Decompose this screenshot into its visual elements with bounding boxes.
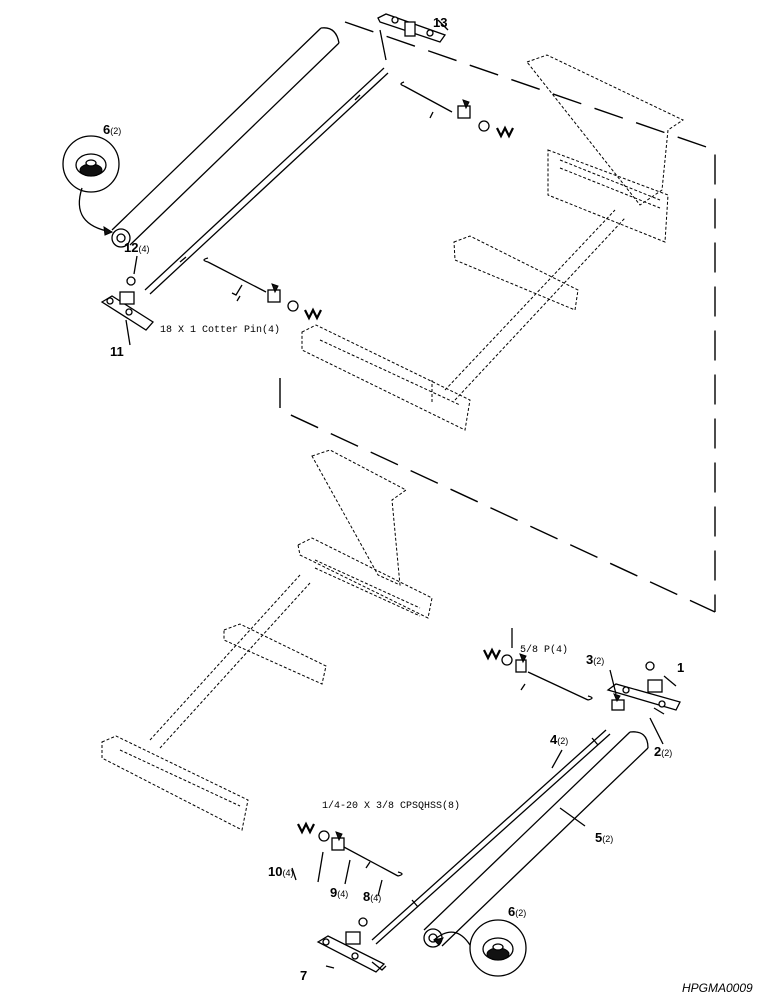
note-screw: 1/4-20 X 3/8 CPSQHSS(8) bbox=[322, 800, 460, 812]
bracket-bottom-7 bbox=[316, 917, 387, 973]
callout-11: 11 bbox=[110, 344, 124, 359]
bracket-top-13 bbox=[377, 13, 447, 61]
callout-10: 10(4) bbox=[268, 864, 293, 879]
clamp-3 bbox=[611, 693, 625, 711]
upper-frame-dashed bbox=[301, 54, 685, 431]
callout-6-lower: 6(2) bbox=[508, 904, 526, 919]
drawing-id: HPGMA0009 bbox=[682, 981, 753, 995]
callout-5: 5(2) bbox=[595, 830, 613, 845]
bracket-bottom-11 bbox=[100, 276, 154, 346]
callout-12: 12(4) bbox=[124, 240, 149, 255]
lower-roller-tube-5 bbox=[423, 731, 649, 948]
upper-assembly: 13 6(2) 12(4) 11 18 X 1 Cotter Pin(4) bbox=[62, 13, 716, 612]
hub-detail-circle-lower bbox=[433, 919, 527, 977]
hub-detail-circle-upper bbox=[62, 135, 120, 236]
upper-shaft bbox=[144, 67, 389, 295]
lower-shaft-4 bbox=[371, 729, 611, 945]
callout-6-upper: 6(2) bbox=[103, 122, 121, 137]
callout-9: 9(4) bbox=[330, 885, 348, 900]
lower-frame-dashed bbox=[101, 449, 433, 831]
note-washer: 5/8 P(4) bbox=[520, 644, 568, 656]
upper-roller-tube bbox=[111, 27, 340, 248]
callout-4: 4(2) bbox=[550, 732, 568, 747]
upper-rod-bottom bbox=[203, 257, 322, 321]
section-boundary-line bbox=[344, 21, 716, 612]
note-cotter-pin: 18 X 1 Cotter Pin(4) bbox=[160, 324, 280, 336]
callout-8: 8(4) bbox=[363, 889, 381, 904]
callout-3: 3(2) bbox=[586, 652, 604, 667]
lower-assembly: 5/8 P(4) 1 3(2) 2(2) 4(2) 5(2) 6(2) 7 8(… bbox=[101, 449, 684, 983]
upper-rod-top bbox=[400, 81, 514, 139]
callout-13: 13 bbox=[433, 15, 447, 30]
section-boundary-line-lower bbox=[279, 378, 716, 613]
lower-rod-8 bbox=[297, 821, 403, 877]
lower-rod-top bbox=[483, 628, 593, 701]
bracket-right-1 bbox=[606, 661, 681, 715]
callout-7: 7 bbox=[300, 968, 307, 983]
callout-2: 2(2) bbox=[654, 744, 672, 759]
callout-1: 1 bbox=[677, 660, 684, 675]
